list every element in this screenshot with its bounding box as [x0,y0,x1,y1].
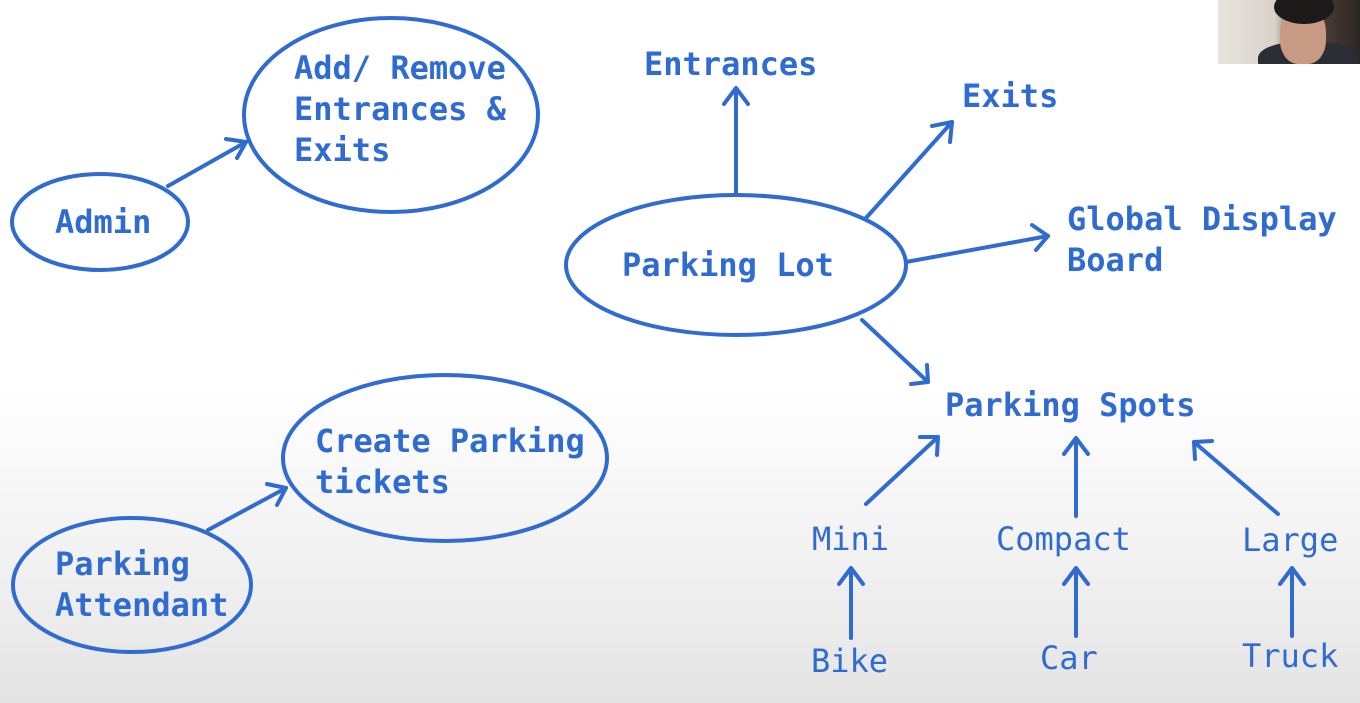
arrow-lot-to-entrances [722,86,750,197]
attendant-ellipse [11,516,253,654]
mini-label: Mini [812,520,890,558]
arrow-admin-to-add-remove [166,137,248,188]
presenter-webcam-thumbnail [1218,0,1360,64]
arrow-mini-to-spots [864,435,940,506]
bike-label: Bike [811,642,889,680]
add-remove-label: Add/ Remove Entrances & Exits [294,49,506,169]
create-tickets-ellipse [281,373,609,543]
arrow-lot-to-exits [864,120,954,220]
create-tickets-label: Create Parking tickets [315,422,585,501]
parking-attendant-label: Parking Attendant [55,545,229,624]
truck-label: Truck [1242,637,1339,675]
global-display-label: Global Display Board [1067,200,1337,279]
exits-label: Exits [962,77,1059,115]
add-remove-ellipse [242,16,540,214]
arrow-truck-to-large [1278,566,1306,638]
arrow-car-to-compact [1062,566,1090,638]
arrow-attendant-to-tickets [206,482,288,532]
car-label: Car [1040,639,1098,677]
arrow-large-to-spots [1192,439,1280,516]
compact-label: Compact [996,520,1131,558]
arrow-compact-to-spots [1062,436,1090,518]
arrow-bike-to-mini [837,566,865,640]
arrow-lot-to-spots [860,318,930,386]
admin-ellipse [10,172,190,272]
arrow-lot-to-display [904,223,1050,264]
admin-label: Admin [55,203,152,241]
large-label: Large [1242,521,1339,559]
entrances-label: Entrances [644,45,818,83]
parking-spots-label: Parking Spots [945,386,1196,424]
parking-lot-label: Parking Lot [622,246,834,284]
